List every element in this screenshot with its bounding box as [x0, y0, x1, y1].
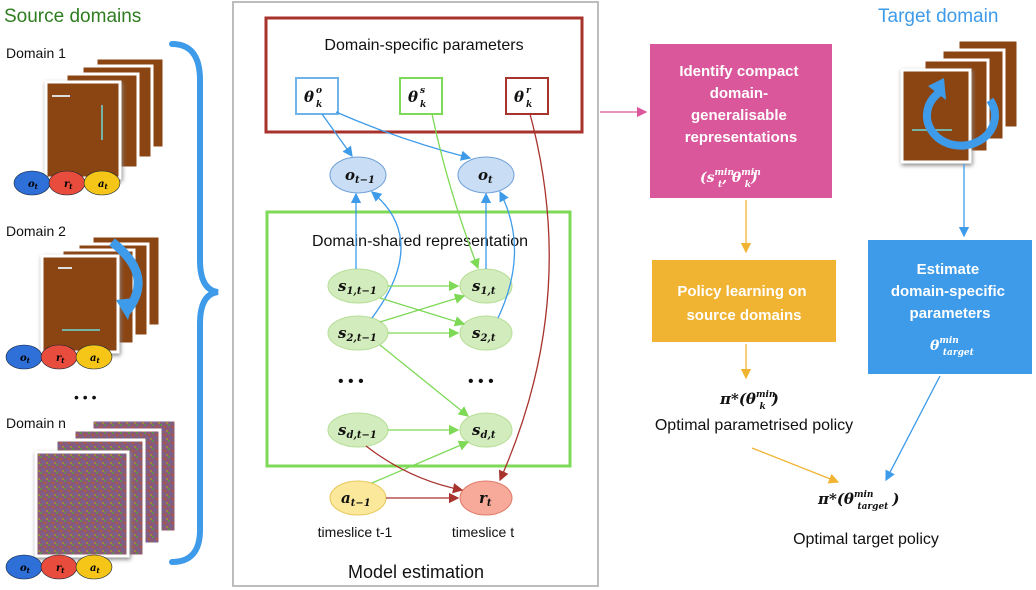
model-estimation-caption: Model estimation — [348, 562, 484, 582]
domains-ellipsis: • • • — [74, 389, 97, 405]
svg-text:r: r — [526, 86, 532, 96]
theta-s-node: θ s k — [399, 77, 443, 115]
svg-text:ot: ot — [28, 179, 39, 191]
svg-text:sd,t: sd,t — [472, 421, 496, 441]
svg-text:rt: rt — [56, 563, 65, 575]
target-domain-title: Target domain — [878, 6, 998, 27]
s2-prev-node: s2,t−1 — [327, 315, 389, 351]
domain-n-label: Domain n — [6, 415, 66, 431]
svg-text:rt: rt — [64, 179, 73, 191]
svg-text:ot: ot — [20, 353, 31, 365]
domain-2-label: Domain 2 — [6, 223, 66, 239]
r-t-node: rt — [459, 480, 513, 516]
domain-shared-title: Domain-shared representation — [312, 233, 528, 250]
domain-2-frames — [40, 234, 162, 354]
arrow-pi-target — [751, 447, 840, 484]
optimal-parametrised-label: Optimal parametrised policy — [655, 417, 853, 434]
svg-text:s: s — [420, 86, 425, 96]
svg-text:θ: θ — [514, 88, 524, 106]
policy-box — [652, 260, 836, 342]
estimate-box — [868, 240, 1032, 374]
o-prev-node: ot−1 — [329, 156, 387, 194]
svg-text:s1,t: s1,t — [472, 277, 496, 297]
svg-text:θ: θ — [304, 88, 314, 106]
states-ellipsis-prev: • • • — [338, 373, 364, 390]
s1-t-node: s1,t — [459, 268, 513, 304]
theta-r-node: θ r k — [505, 77, 549, 115]
identify-text: Identify compact domain- generalisable r… — [679, 63, 802, 146]
source-domains-title: Source domains — [4, 6, 141, 27]
policy-text: Policy learning on source domains — [677, 283, 810, 324]
svg-text:ot: ot — [478, 166, 493, 186]
svg-text:ot−1: ot−1 — [345, 166, 375, 186]
svg-text:s2,t−1: s2,t−1 — [338, 324, 377, 344]
svg-text:o: o — [316, 86, 322, 96]
svg-text:k: k — [316, 100, 322, 110]
svg-text:s1,t−1: s1,t−1 — [338, 277, 377, 297]
svg-text:k: k — [526, 100, 532, 110]
o-t-node: ot — [457, 156, 515, 194]
model-edges — [321, 111, 550, 504]
domain-2-variables: ot rt at — [5, 344, 113, 370]
domain-specific-box — [264, 16, 584, 134]
domain-1-variables: ot rt at — [13, 170, 121, 196]
svg-text:s2,t: s2,t — [472, 324, 496, 344]
optimal-target-label: Optimal target policy — [793, 531, 939, 548]
timeslice-prev-label: timeslice t-1 — [318, 524, 393, 540]
svg-text:at−1: at−1 — [341, 489, 371, 509]
estimate-text: Estimate domain-specific parameters — [891, 261, 1009, 322]
domain-n-variables: ot rt at — [5, 554, 113, 580]
timeslice-t-label: timeslice t — [452, 524, 514, 540]
target-domain-frames — [900, 38, 1020, 164]
svg-text:rt: rt — [479, 489, 492, 509]
svg-text:at: at — [90, 563, 100, 575]
svg-text:rt: rt — [56, 353, 65, 365]
svg-text:sd,t−1: sd,t−1 — [338, 421, 377, 441]
domain-shared-box — [265, 210, 572, 468]
domain-specific-title: Domain-specific parameters — [324, 37, 523, 54]
theta-o-node: θ o k — [295, 77, 339, 115]
domain-1-frames — [44, 56, 166, 180]
sd-prev-node: sd,t−1 — [327, 412, 389, 448]
identify-box — [650, 44, 832, 198]
states-ellipsis-t: • • • — [468, 373, 494, 390]
sd-t-node: sd,t — [459, 412, 513, 448]
arrow-estimate-pi — [885, 375, 941, 482]
svg-text:at: at — [98, 179, 108, 191]
domain-1-label: Domain 1 — [6, 45, 66, 61]
svg-text:ot: ot — [20, 563, 31, 575]
svg-text:θ: θ — [408, 88, 418, 106]
svg-text:at: at — [90, 353, 100, 365]
svg-text:k: k — [420, 100, 426, 110]
a-prev-node: at−1 — [329, 480, 387, 516]
domain-n-frames — [34, 418, 178, 558]
s1-prev-node: s1,t−1 — [327, 268, 389, 304]
source-brace — [169, 41, 219, 565]
s2-t-node: s2,t — [459, 315, 513, 351]
